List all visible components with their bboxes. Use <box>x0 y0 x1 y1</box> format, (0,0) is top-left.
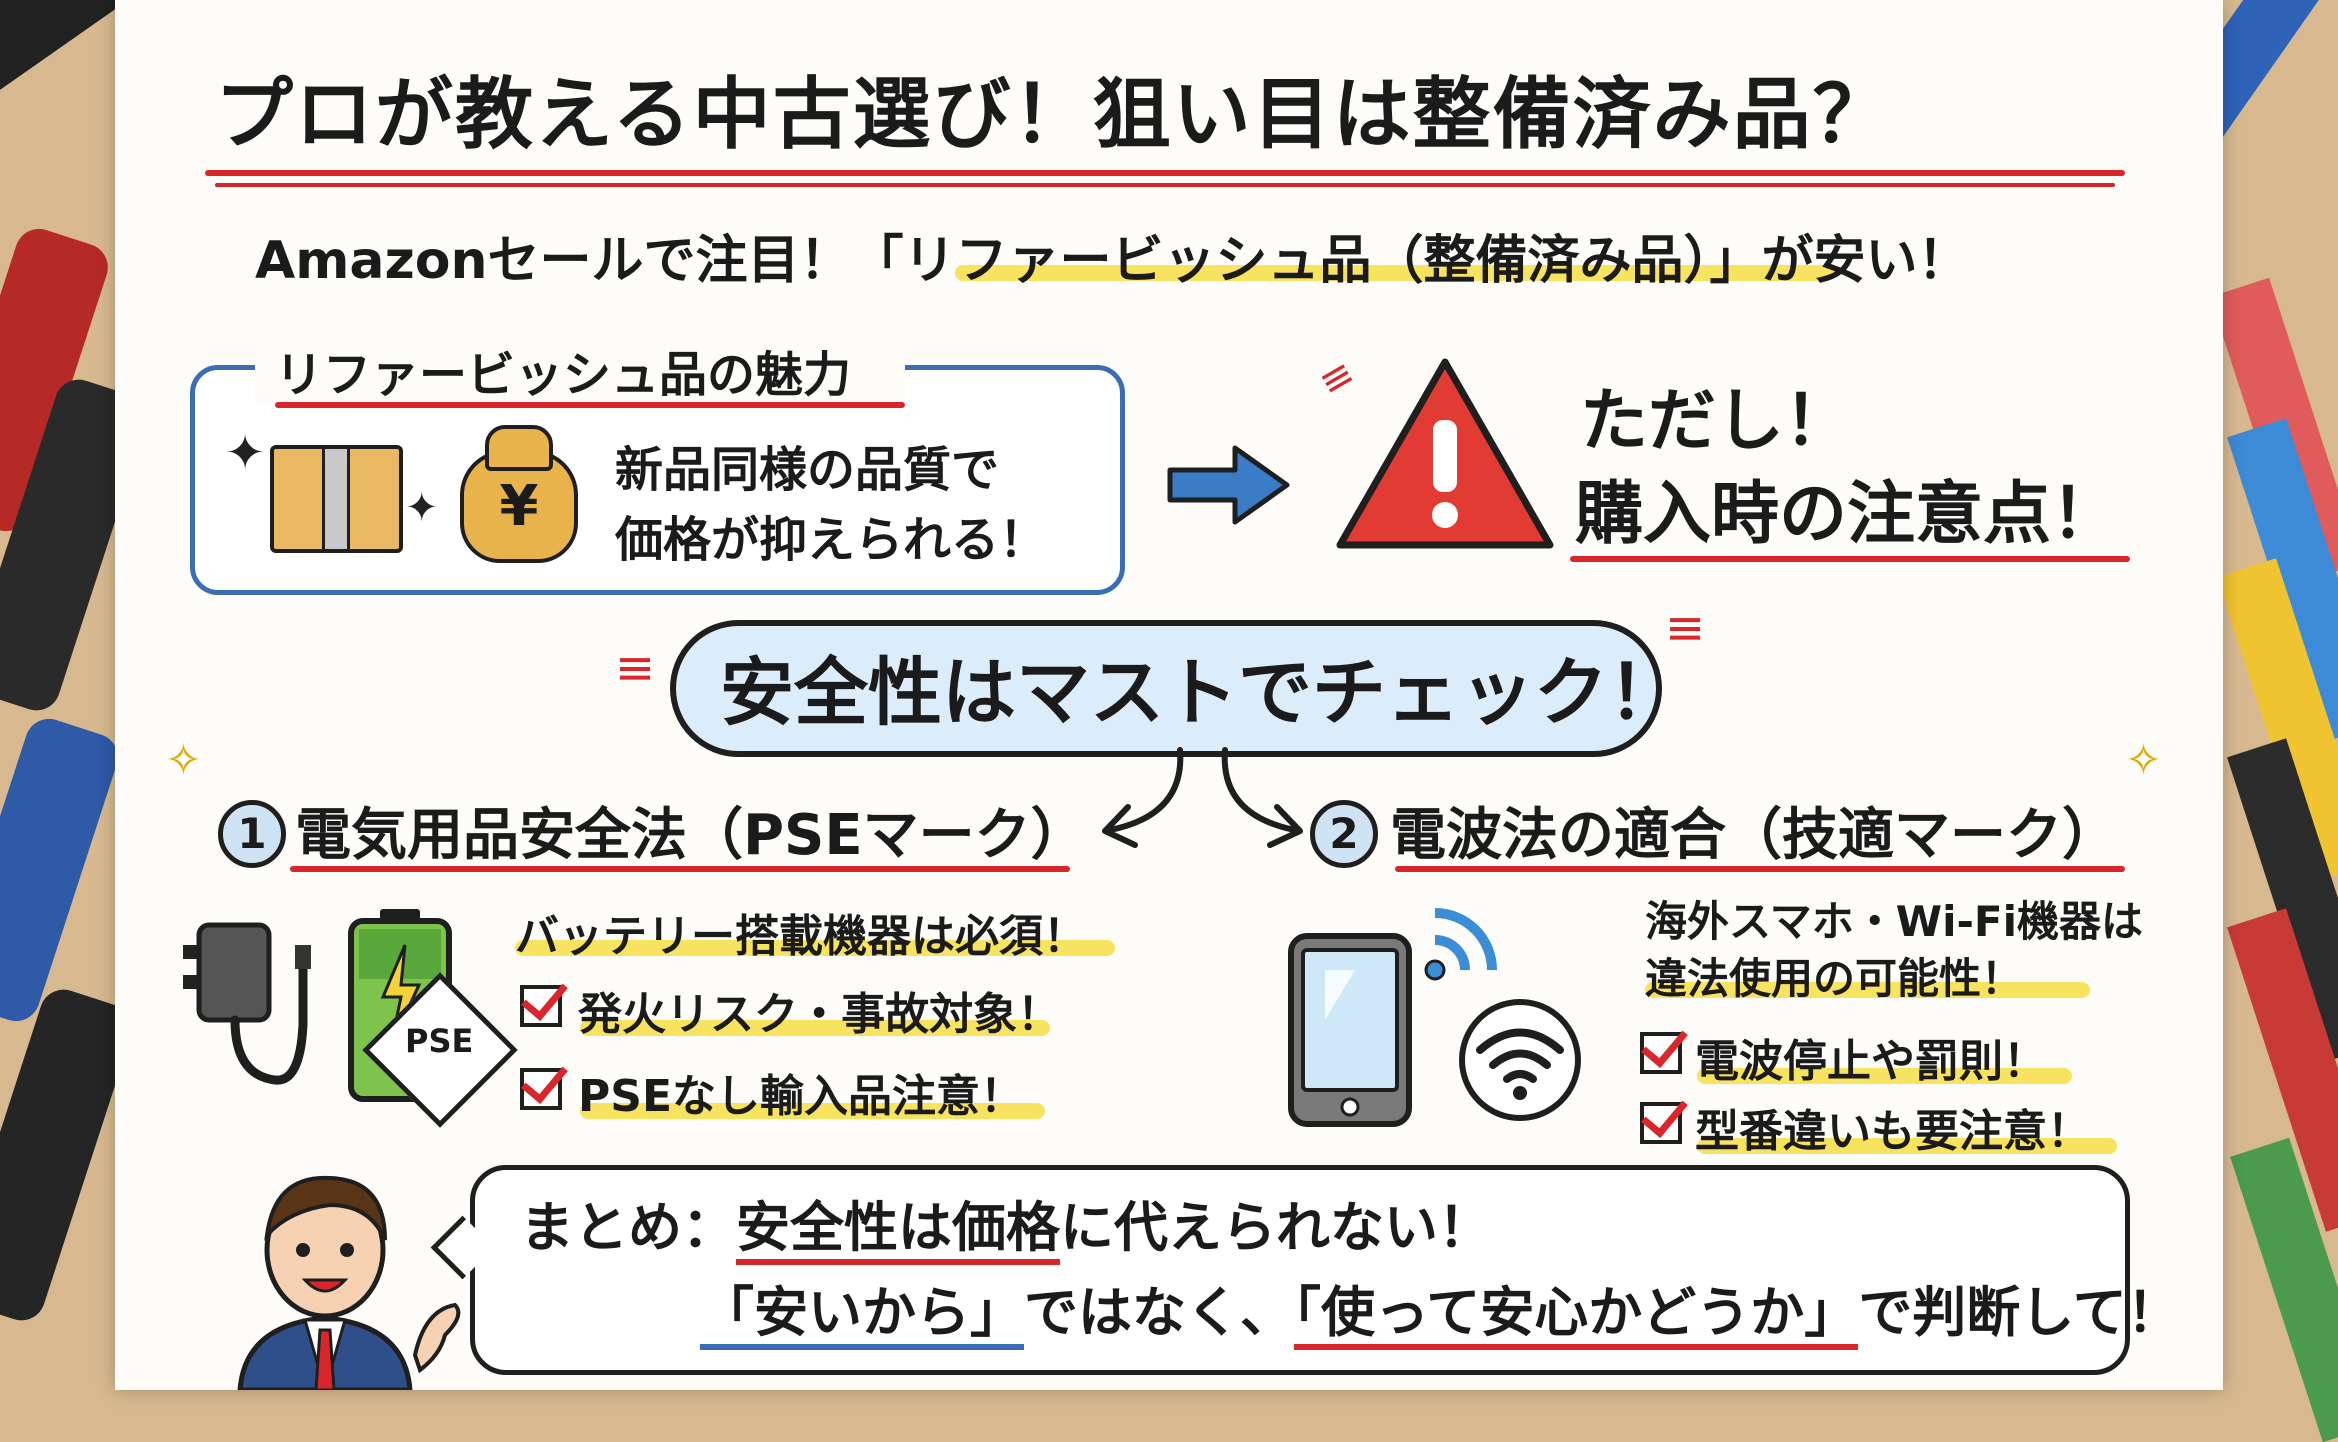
warning-icon <box>1330 350 1560 564</box>
section2-item2-highlight <box>1697 1138 2117 1154</box>
curved-arrow-right-icon <box>1205 745 1325 859</box>
summary-line1: まとめ：安全性は価格に代えられない！ <box>520 1183 1492 1265</box>
section2-underline <box>1395 866 2125 872</box>
summary-phrase-safe: 「使って安心かどうか」 <box>1294 1281 1859 1350</box>
section2-lead-highlight <box>1645 982 2090 998</box>
signal-waves-icon <box>1420 895 1510 989</box>
smartphone-icon <box>1285 930 1415 1134</box>
section2-number-circle: 2 <box>1310 800 1378 868</box>
section2-item1-highlight <box>1697 1068 2072 1084</box>
checkbox-icon <box>520 1068 562 1110</box>
section1-number: 1 <box>237 809 267 858</box>
title-underline <box>205 170 2125 176</box>
refurb-line2: 価格が抑えられる！ <box>615 512 1048 568</box>
caution-line1: ただし！ <box>1580 382 1853 461</box>
section1-heading: 電気用品安全法（PSEマーク） <box>295 803 1087 868</box>
summary-line1-rest: に代えられない！ <box>1060 1196 1492 1259</box>
section1-lead-highlight <box>515 940 1115 956</box>
summary-phrase-cheap: 「安いから」 <box>700 1281 1024 1350</box>
curved-arrow-left-icon <box>1080 745 1200 859</box>
refurb-heading-underline <box>275 402 905 408</box>
page-title: プロが教える中古選び！狙い目は整備済み品？ <box>215 70 1893 160</box>
summary-bubble <box>470 1165 2130 1375</box>
charger-plug-icon <box>175 905 335 1109</box>
burst-lines-icon: ≡ <box>615 640 656 696</box>
section1-underline <box>290 866 1070 872</box>
section1-item1: 発火リスク・事故対象！ <box>578 989 1062 1040</box>
checkbox-icon <box>520 985 562 1027</box>
arrow-right-icon <box>1165 440 1295 534</box>
sparkle-icon: ✧ <box>165 735 202 786</box>
must-check-text: 安全性はマストでチェック！ <box>720 650 1682 736</box>
section1-number-circle: 1 <box>218 800 286 868</box>
burst-lines-icon: ≡ <box>1665 600 1706 656</box>
yen-symbol: ¥ <box>499 474 539 539</box>
wifi-icon <box>1455 995 1585 1129</box>
subtitle-highlight <box>955 265 1835 281</box>
subtitle: Amazonセールで注目！「リファービッシュ品（整備済み品）」が安い！ <box>255 231 1970 291</box>
must-check-pill <box>670 620 1662 757</box>
summary-phrase-judge: で判断して！ <box>1858 1281 2181 1344</box>
section2-item1: 電波停止や罰則！ <box>1695 1036 2047 1087</box>
money-bag-top <box>485 425 553 471</box>
section1-item2-highlight <box>580 1103 1045 1119</box>
summary-phrase-not: ではなく、 <box>1024 1281 1294 1344</box>
checkbox-icon <box>1640 1102 1682 1144</box>
section2-number: 2 <box>1329 809 1359 858</box>
summary-line2: 「安いから」ではなく、「使って安心かどうか」で判断して！ <box>700 1268 2181 1350</box>
section2-lead2: 違法使用の可能性！ <box>1645 954 2024 1003</box>
package-icon <box>270 445 403 553</box>
summary-highlight: 安全性は価格 <box>736 1196 1060 1265</box>
sparkle-icon: ✧ <box>2125 735 2162 786</box>
refurb-line1: 新品同様の品質で <box>615 442 1000 498</box>
pse-mark-label: PSE <box>405 1022 474 1060</box>
section2-heading: 電波法の適合（技適マーク） <box>1390 803 2118 868</box>
summary-prefix: まとめ： <box>520 1196 736 1259</box>
section2-lead1: 海外スマホ・Wi-Fi機器は <box>1645 897 2143 946</box>
refurb-heading-bg <box>255 335 905 405</box>
sparkle-icon: ✦ <box>225 425 266 481</box>
sparkle-icon: ✦ <box>405 485 439 531</box>
refurb-heading: リファービッシュ品の魅力 <box>275 347 852 403</box>
section2-item2: 型番違いも要注意！ <box>1695 1106 2091 1157</box>
caution-underline <box>1570 556 2130 562</box>
caution-line2: 購入時の注意点！ <box>1575 475 2120 554</box>
checkbox-icon <box>1640 1032 1682 1074</box>
title-underline-2 <box>215 183 2115 187</box>
section1-item2: PSEなし輸入品注意！ <box>578 1071 1024 1122</box>
presenter-character-icon <box>220 1140 480 1396</box>
section1-item1-highlight <box>580 1020 1050 1036</box>
section1-lead: バッテリー搭載機器は必須！ <box>515 911 1087 962</box>
